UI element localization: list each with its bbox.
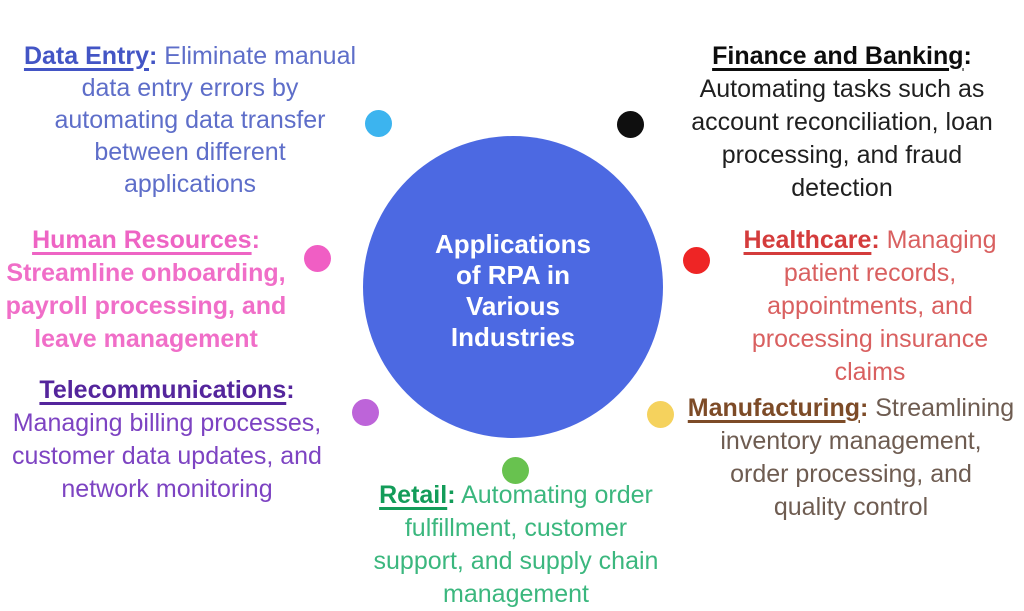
industry-body: Streamline onboarding, payroll processin… [5, 259, 287, 353]
industry-block-healthcare: Healthcare: Managing patient records, ap… [716, 224, 1024, 389]
industry-body: Eliminate manual data entry errors by au… [54, 42, 357, 198]
industry-heading: Finance and Banking [712, 42, 964, 70]
human-resources-dot [304, 245, 331, 272]
industry-heading: Manufacturing [687, 394, 860, 422]
industry-heading: Retail [379, 481, 448, 509]
industry-heading: Healthcare [743, 226, 872, 254]
industry-heading-colon: : [859, 394, 869, 422]
industry-block-data-entry: Data Entry: Eliminate manual data entry … [0, 40, 380, 200]
data-entry-dot [365, 110, 392, 137]
manufacturing-dot [647, 401, 674, 428]
retail-dot [502, 457, 529, 484]
finance-and-banking-dot [617, 111, 644, 138]
industry-heading: Human Resources [32, 226, 252, 254]
industry-block-retail: Retail: Automating order fulfillment, cu… [332, 479, 700, 611]
industry-block-human-resources: Human Resources: Streamline onboarding, … [0, 224, 292, 356]
industry-heading-colon: : [963, 42, 972, 70]
telecommunications-dot [352, 399, 379, 426]
industry-heading-colon: : [286, 376, 295, 404]
rpa-infographic: Applications of RPA in Various Industrie… [0, 40, 1024, 608]
healthcare-dot [683, 247, 710, 274]
page-title: Applications of RPA in Various Industrie… [434, 229, 591, 352]
industry-block-manufacturing: Manufacturing: Streamlining inventory ma… [678, 392, 1024, 524]
industry-heading: Data Entry [23, 42, 149, 70]
center-circle: Applications of RPA in Various Industrie… [363, 136, 663, 438]
industry-heading-colon: : [251, 226, 260, 254]
industry-heading-colon: : [447, 481, 456, 509]
industry-heading-colon: : [149, 42, 158, 70]
industry-body: Managing patient records, appointments, … [751, 226, 997, 386]
industry-heading-colon: : [871, 226, 880, 254]
industry-body: Streamlining inventory management, order… [720, 394, 1015, 521]
industry-body: Automating tasks such as account reconci… [691, 75, 993, 202]
industry-body: Managing billing processes, customer dat… [12, 409, 322, 503]
industry-block-telecommunications: Telecommunications: Managing billing pro… [0, 374, 334, 506]
industry-heading: Telecommunications [39, 376, 287, 404]
industry-block-finance-and-banking: Finance and Banking: Automating tasks su… [660, 40, 1024, 205]
